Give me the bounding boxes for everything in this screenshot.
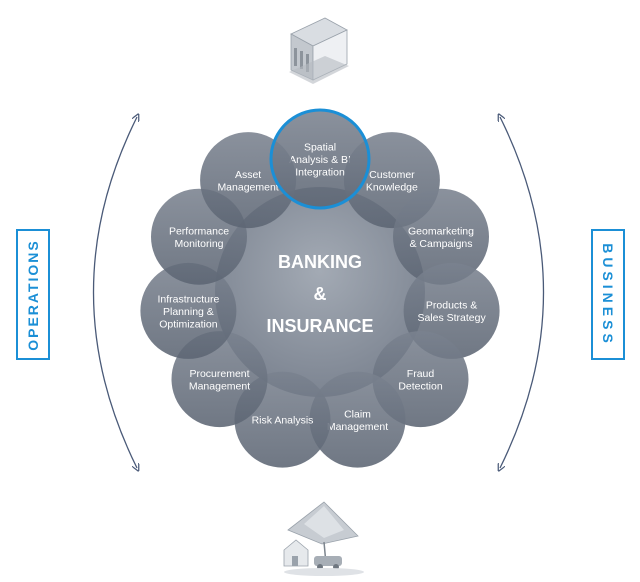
business-label: BUSINESS <box>600 242 617 347</box>
node-label-line: Management <box>189 380 250 392</box>
operations-arc <box>92 117 138 468</box>
business-label-box: BUSINESS <box>591 229 625 360</box>
center-title-line2: & <box>314 284 327 304</box>
node-label-line: Planning & <box>163 306 214 318</box>
node-label-line: Sales Strategy <box>417 312 486 324</box>
node-label-line: Infrastructure <box>157 293 219 305</box>
node-2: Geomarketing& Campaigns <box>393 188 489 285</box>
node-label-line: Management <box>327 421 388 433</box>
node-label-line: Fraud <box>407 368 435 380</box>
node-label-line: Asset <box>235 169 261 181</box>
node-label-line: Analysis & BI <box>289 154 351 166</box>
node-label-line: Detection <box>398 380 443 392</box>
insurance-umbrella-house-icon <box>283 501 364 576</box>
node-circle <box>393 188 489 285</box>
business-arc <box>500 117 545 468</box>
center-title-line1: BANKING <box>278 252 362 272</box>
node-label-line: Products & <box>426 300 477 312</box>
center-circle <box>215 187 425 397</box>
node-label-line: Management <box>217 181 278 193</box>
node-label-line: Procurement <box>189 368 249 380</box>
highlight-ring <box>269 108 371 210</box>
node-label-line: Spatial <box>304 142 336 154</box>
node-label-line: Monitoring <box>174 238 223 250</box>
node-label-line: Integration <box>295 167 345 179</box>
node-label-line: Performance <box>169 226 229 238</box>
operations-label: OPERATIONS <box>25 238 41 351</box>
node-label-line: Optimization <box>159 318 218 330</box>
node-label-line: Claim <box>344 408 371 420</box>
node-circle <box>309 371 406 468</box>
node-label-line: Customer <box>369 169 415 181</box>
node-circle <box>140 262 237 359</box>
node-label-line: Risk Analysis <box>252 415 314 427</box>
node-label-line: Knowledge <box>366 181 418 193</box>
bank-building-icon <box>289 17 349 84</box>
node-label-line: Geomarketing <box>408 226 474 238</box>
center-title-line3: INSURANCE <box>266 316 373 336</box>
operations-label-box: OPERATIONS <box>16 229 50 360</box>
node-label-line: & Campaigns <box>409 238 472 250</box>
